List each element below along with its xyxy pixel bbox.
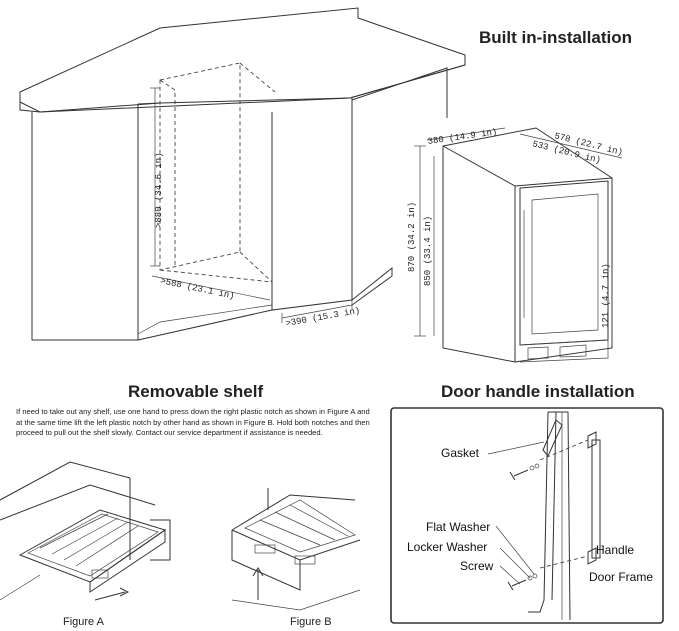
screw-label: Screw (460, 559, 494, 573)
shelf-title: Removable shelf (128, 382, 264, 401)
locker-washer-label: Locker Washer (407, 540, 487, 554)
figure-b-drawing (231, 488, 361, 611)
figure-a-label: Figure A (63, 616, 104, 628)
gasket-label: Gasket (441, 446, 480, 460)
handle-label: Handle (596, 543, 634, 557)
unit-height-min-dim: 850 (33.4 in) (423, 216, 433, 286)
cab-height-dim: >880 (34.6 in) (154, 152, 164, 228)
builtin-title: Built in-installation (479, 28, 632, 47)
flat-washer-label: Flat Washer (426, 520, 490, 534)
door-frame-label: Door Frame (589, 570, 653, 584)
door-offset-dim: 121 (4.7 in) (601, 263, 611, 328)
figure-b-label: Figure B (290, 616, 332, 628)
cab-depth-dim: >588 (23.1 in) (159, 276, 235, 302)
door-title: Door handle installation (441, 382, 635, 401)
figure-a-drawing (0, 461, 171, 601)
unit-height-max-dim: 870 (34.2 in) (407, 202, 417, 272)
cabinet-drawing (19, 7, 466, 341)
unit-width-dim: 380 (14.9 in) (427, 127, 498, 147)
shelf-instructions: If need to take out any shelf, use one h… (16, 407, 370, 438)
cooler-drawing (414, 127, 623, 363)
cab-width-dim: >390 (15.3 in) (285, 306, 361, 329)
door-handle-drawing (390, 407, 664, 624)
